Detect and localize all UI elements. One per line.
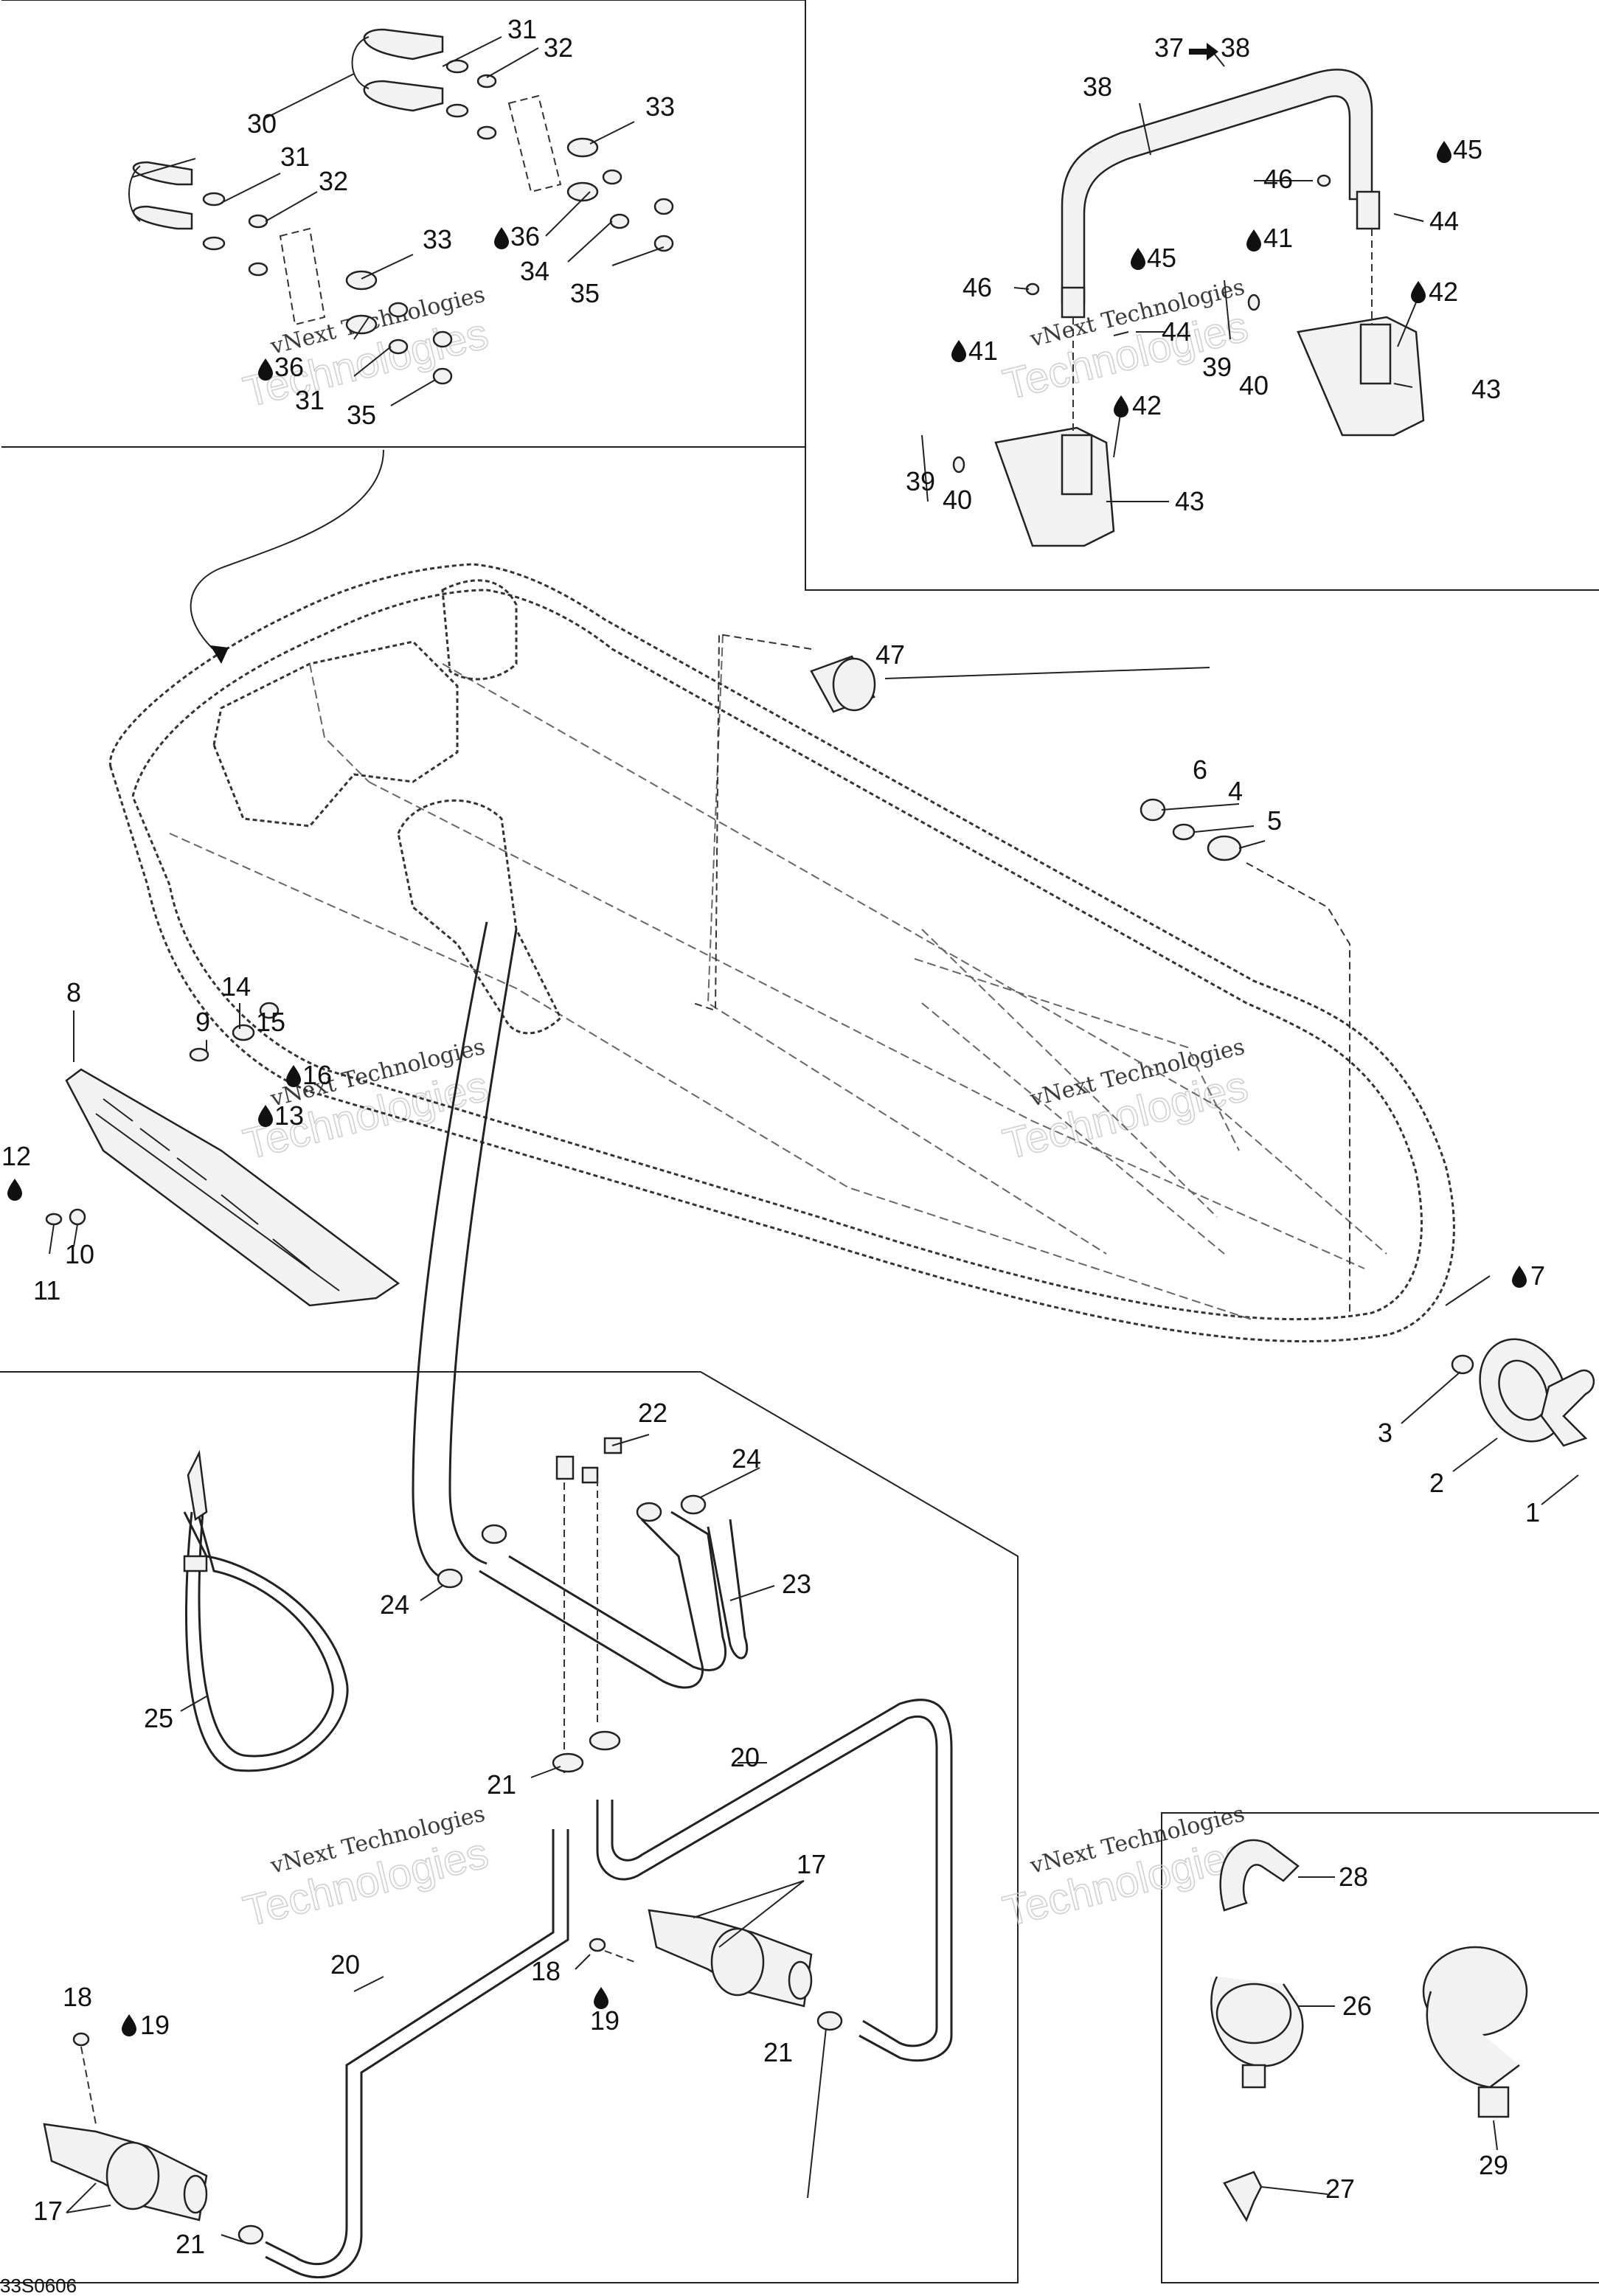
label-41: 41 <box>968 336 998 366</box>
label-18: 18 <box>531 1956 561 1986</box>
hoses <box>43 921 953 2279</box>
label-31: 31 <box>507 14 537 44</box>
label-44: 44 <box>1162 316 1191 347</box>
label-35: 35 <box>347 400 376 430</box>
label-27: 27 <box>1325 2174 1355 2204</box>
label-33: 33 <box>423 224 452 254</box>
arrow-right-icon <box>1189 43 1218 60</box>
label-11: 11 <box>33 1275 60 1305</box>
label-20: 20 <box>730 1742 760 1772</box>
bow-eye-upper <box>351 28 674 252</box>
hull <box>108 563 1455 1343</box>
label-3: 3 <box>1378 1418 1392 1448</box>
label-4: 4 <box>1228 776 1243 806</box>
label-30: 30 <box>247 108 277 139</box>
clamps-inset-parts <box>1210 1839 1528 2222</box>
label-9: 9 <box>195 1007 210 1037</box>
figure-code: 33S0606 <box>0 2275 77 2296</box>
pointer-arrowhead <box>210 645 229 664</box>
label-36: 36 <box>274 352 304 382</box>
label-25: 25 <box>144 1703 173 1733</box>
label-17: 17 <box>797 1849 826 1879</box>
label-36: 36 <box>510 221 540 252</box>
label-31: 31 <box>280 142 310 172</box>
label-38: 38 <box>1083 72 1112 102</box>
label-43: 43 <box>1471 374 1501 404</box>
label-7: 7 <box>1530 1260 1545 1291</box>
bow-eye-lower <box>128 161 453 385</box>
label-23: 23 <box>782 1569 811 1599</box>
inset-frame-clamps <box>1161 1812 1599 2283</box>
label-44: 44 <box>1429 206 1459 236</box>
label-39: 39 <box>1202 352 1232 382</box>
label-34: 34 <box>520 256 549 286</box>
label-5: 5 <box>1267 805 1282 836</box>
label-12: 12 <box>1 1141 31 1171</box>
label-33: 33 <box>645 91 675 122</box>
pointer-arrow <box>190 449 384 657</box>
label-17: 17 <box>33 2196 63 2226</box>
inset-frame-handle <box>805 0 1599 591</box>
label-32: 32 <box>544 32 573 63</box>
label-21: 21 <box>176 2229 205 2259</box>
label-19: 19 <box>140 2010 170 2040</box>
label-19: 19 <box>590 2005 620 2036</box>
inset-frame-hoses <box>0 1371 1019 2283</box>
label-31: 31 <box>295 385 325 415</box>
label-42: 42 <box>1429 277 1458 307</box>
label-35: 35 <box>570 278 600 308</box>
label-39: 39 <box>906 466 935 496</box>
label-29: 29 <box>1479 2150 1508 2180</box>
label-18: 18 <box>63 1982 92 2012</box>
label-13: 13 <box>274 1100 304 1131</box>
label-2: 2 <box>1429 1468 1444 1498</box>
label-16: 16 <box>302 1060 332 1090</box>
label-47: 47 <box>875 639 905 670</box>
label-8: 8 <box>66 977 81 1007</box>
label-21: 21 <box>487 1769 516 1800</box>
label-20: 20 <box>330 1949 360 1980</box>
label-32: 32 <box>319 166 348 196</box>
label-22: 22 <box>638 1398 667 1428</box>
label-6: 6 <box>1193 755 1207 785</box>
label-26: 26 <box>1342 1991 1372 2021</box>
label-41: 41 <box>1263 223 1293 253</box>
label-24: 24 <box>732 1443 761 1474</box>
label-42: 42 <box>1132 390 1162 420</box>
inset-frame-bow-eyes <box>1 0 806 448</box>
label-46: 46 <box>1263 164 1293 194</box>
bow-stop-assembly <box>1451 1338 1595 1447</box>
label-40: 40 <box>1239 370 1269 400</box>
label-45: 45 <box>1453 134 1482 164</box>
label-38: 38 <box>1221 32 1250 63</box>
label-37: 37 <box>1154 32 1184 63</box>
label-43: 43 <box>1175 486 1204 516</box>
leader-lines <box>49 36 1579 2243</box>
part-number-labels: 1 2 3 4 5 6 7 8 9 10 11 12 13 14 15 16 1… <box>1 14 1545 2259</box>
label-14: 14 <box>221 971 251 1002</box>
label-21: 21 <box>763 2037 793 2067</box>
label-10: 10 <box>65 1239 94 1269</box>
label-24: 24 <box>380 1589 409 1620</box>
label-1: 1 <box>1525 1497 1540 1527</box>
label-15: 15 <box>256 1007 285 1037</box>
sponson-part-8 <box>45 1002 400 1307</box>
label-46: 46 <box>962 272 992 302</box>
strap-part-25 <box>183 1449 349 1772</box>
label-40: 40 <box>943 485 972 515</box>
label-28: 28 <box>1339 1862 1368 1892</box>
part-47-sleeve <box>693 633 876 1012</box>
label-45: 45 <box>1147 243 1176 273</box>
handle-assembly <box>921 69 1425 547</box>
